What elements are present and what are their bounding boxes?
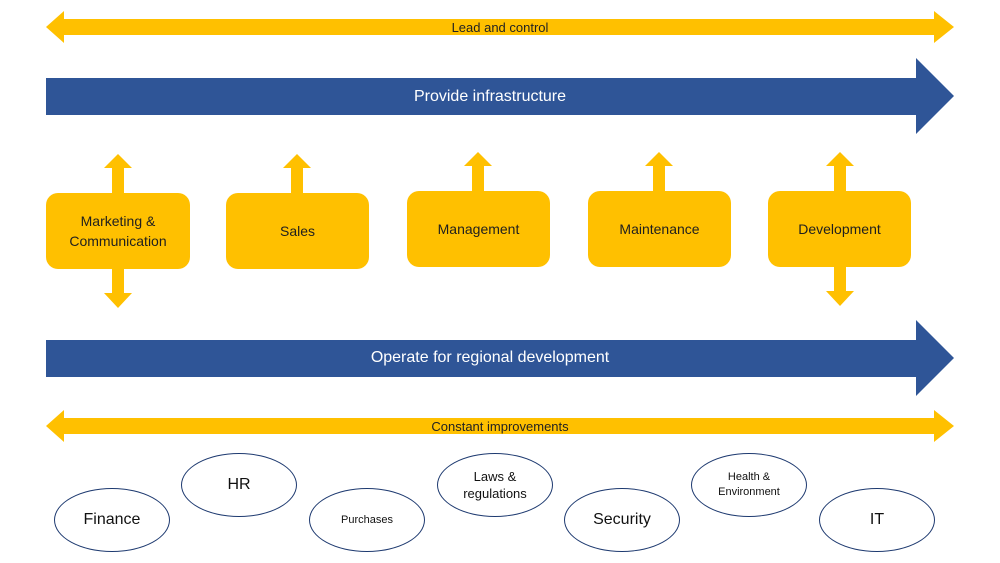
support-oval-laws: Laws & regulations — [437, 453, 553, 517]
support-oval-security: Security — [564, 488, 680, 552]
support-label: HR — [227, 476, 251, 493]
provide-infrastructure-arrow — [46, 58, 954, 134]
support-label: Purchases — [341, 514, 393, 526]
function-box-marketing: Marketing & Communication — [46, 193, 190, 269]
function-box-sales: Sales — [226, 193, 369, 269]
operate-regional-arrow — [46, 320, 954, 396]
support-label: Health & Environment — [718, 471, 780, 498]
function-label: Development — [798, 221, 881, 237]
support-oval-it: IT — [819, 488, 935, 552]
function-label: Marketing & Communication — [69, 213, 167, 249]
support-oval-finance: Finance — [54, 488, 170, 552]
function-label: Management — [437, 221, 520, 237]
lead-and-control-arrow — [46, 11, 954, 43]
support-oval-health: Health & Environment — [691, 453, 807, 517]
down-arrow-marketing — [104, 268, 132, 308]
lead-and-control-label: Lead and control — [451, 19, 549, 35]
up-arrow-development — [826, 152, 854, 191]
support-label: Laws & regulations — [463, 469, 527, 501]
function-label: Sales — [279, 223, 316, 239]
up-arrow-maintenance — [645, 152, 673, 191]
operate-regional-label: Operate for regional development — [370, 349, 610, 366]
support-oval-purchases: Purchases — [309, 488, 425, 552]
support-oval-hr: HR — [181, 453, 297, 517]
down-arrow-development — [826, 266, 854, 306]
up-arrow-sales — [283, 154, 311, 193]
provide-infrastructure-label: Provide infrastructure — [413, 88, 567, 105]
function-box-management: Management — [407, 191, 550, 267]
function-box-maintenance: Maintenance — [588, 191, 731, 267]
up-arrow-marketing — [104, 154, 132, 193]
support-label: Finance — [83, 511, 141, 528]
up-arrow-management — [464, 152, 492, 191]
function-box-development: Development — [768, 191, 911, 267]
constant-improvements-arrow — [46, 410, 954, 442]
function-label: Maintenance — [619, 221, 700, 237]
constant-improvements-label: Constant improvements — [431, 418, 569, 434]
support-label: IT — [869, 511, 885, 528]
support-label: Security — [593, 511, 651, 528]
